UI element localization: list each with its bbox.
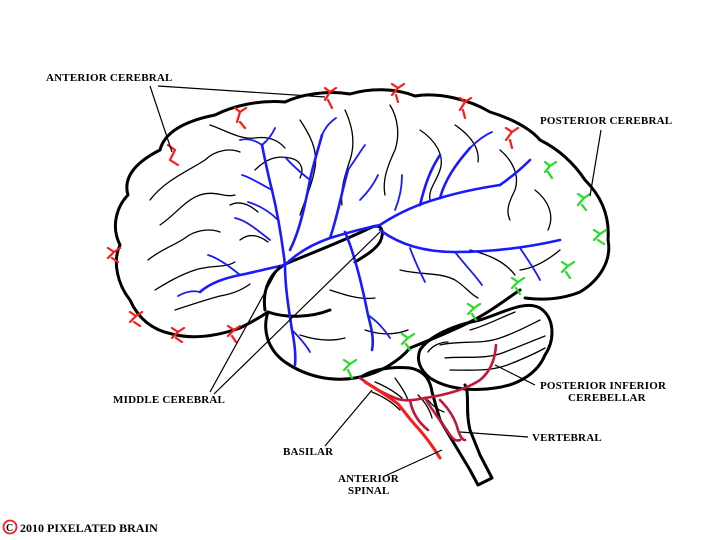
cerebellum bbox=[416, 303, 554, 392]
posterior-cerebral-branches bbox=[342, 160, 608, 380]
label-posterior-inferior-cerebellar-1: POSTERIOR INFERIOR bbox=[540, 380, 667, 392]
middle-cerebral-artery bbox=[177, 117, 562, 367]
leader-lines bbox=[149, 85, 602, 477]
label-anterior-spinal-2: SPINAL bbox=[348, 485, 390, 497]
label-middle-cerebral: MIDDLE CEREBRAL bbox=[113, 394, 225, 406]
copyright-icon bbox=[2, 519, 18, 535]
copyright-text: 2010 PIXELATED BRAIN bbox=[20, 521, 158, 535]
label-basilar: BASILAR bbox=[283, 446, 334, 458]
copyright-symbol: C bbox=[6, 523, 13, 534]
label-anterior-cerebral: ANTERIOR CEREBRAL bbox=[46, 72, 173, 84]
label-posterior-inferior-cerebellar-2: CEREBELLAR bbox=[568, 392, 647, 404]
anterior-spinal-artery bbox=[363, 380, 442, 460]
label-vertebral: VERTEBRAL bbox=[532, 432, 602, 444]
copyright: C 2010 PIXELATED BRAIN bbox=[2, 519, 158, 535]
label-posterior-cerebral: POSTERIOR CEREBRAL bbox=[540, 115, 672, 127]
gyri bbox=[147, 104, 561, 341]
anterior-cerebral-branches bbox=[106, 82, 520, 344]
brainstem bbox=[358, 366, 494, 487]
label-anterior-spinal-1: ANTERIOR bbox=[338, 473, 400, 485]
